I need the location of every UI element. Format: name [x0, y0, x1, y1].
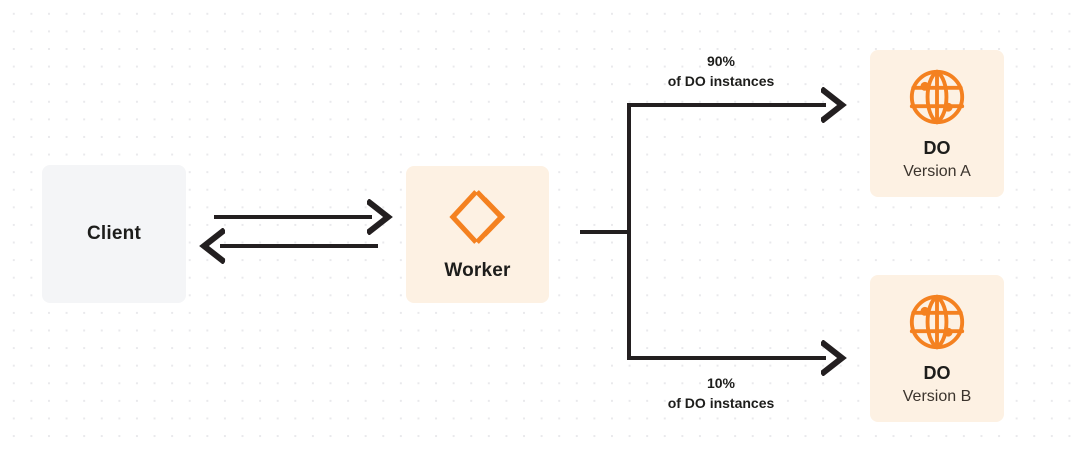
- durable-object-globe-icon: [906, 66, 968, 128]
- edge-label-do-a: 90% of DO instances: [632, 52, 810, 92]
- node-do-version-b: DO Version B: [870, 275, 1004, 422]
- node-client-label: Client: [87, 222, 141, 244]
- durable-object-globe-icon: [906, 291, 968, 353]
- edge-label-do-b-description: of DO instances: [667, 394, 775, 411]
- node-client: Client: [42, 165, 186, 303]
- node-do-a-sublabel: Version A: [903, 162, 971, 180]
- node-do-b-sublabel: Version B: [902, 387, 972, 405]
- cloudflare-workers-icon: [447, 186, 509, 248]
- edge-label-do-b: 10% of DO instances: [632, 374, 810, 414]
- edge-label-do-a-description: of DO instances: [667, 72, 775, 89]
- node-worker-label: Worker: [444, 260, 511, 282]
- node-worker: Worker: [406, 166, 549, 303]
- edge-label-do-b-percent: 10%: [706, 375, 736, 391]
- edge-label-do-a-percent: 90%: [706, 53, 736, 69]
- node-do-a-label: DO: [923, 137, 951, 158]
- node-do-version-a: DO Version A: [870, 50, 1004, 197]
- node-do-b-label: DO: [923, 362, 951, 383]
